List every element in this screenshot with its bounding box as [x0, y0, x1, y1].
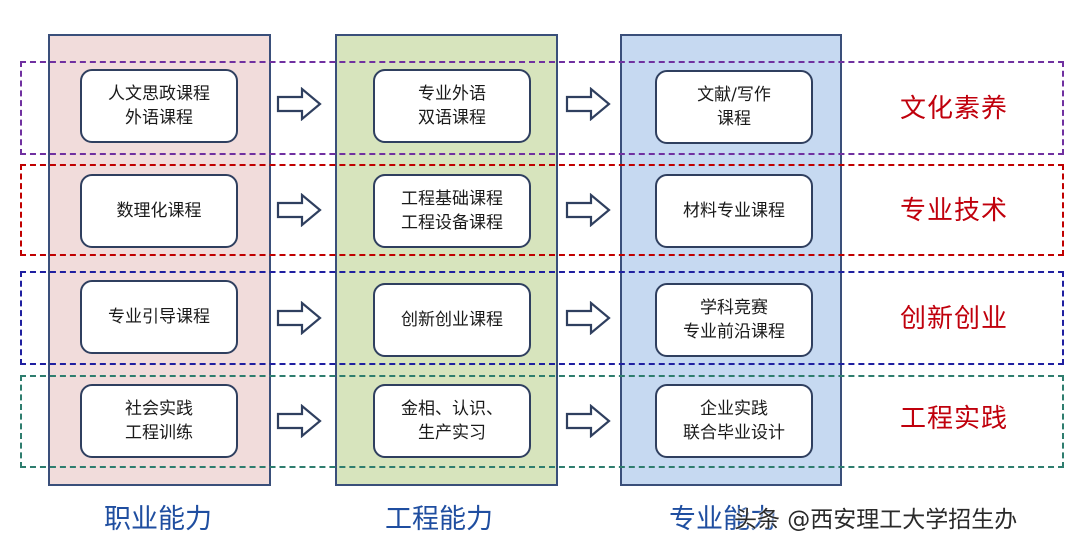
course-line: 课程 [717, 109, 751, 129]
course-line: 专业外语 [418, 84, 486, 104]
column-label: 工程能力 [385, 504, 493, 535]
right-arrow-icon [276, 404, 322, 438]
course-box: 工程基础课程 工程设备课程 [373, 174, 531, 248]
course-box: 创新创业课程 [373, 283, 531, 357]
course-box: 学科竞赛 专业前沿课程 [655, 283, 813, 357]
right-arrow-icon [565, 193, 611, 227]
course-line: 材料专业课程 [683, 201, 785, 221]
course-line: 企业实践 [700, 399, 768, 419]
course-line: 外语课程 [125, 108, 193, 128]
course-box: 数理化课程 [80, 174, 238, 248]
right-arrow-icon [565, 404, 611, 438]
course-line: 专业引导课程 [108, 307, 210, 327]
course-line: 工程训练 [125, 423, 193, 443]
right-arrow-icon [276, 87, 322, 121]
course-line: 数理化课程 [116, 201, 202, 221]
course-box: 文献/写作 课程 [655, 70, 813, 144]
right-arrow-icon [565, 87, 611, 121]
course-line: 社会实践 [125, 399, 193, 419]
course-line: 学科竞赛 [700, 298, 768, 318]
course-box: 人文思政课程 外语课程 [80, 69, 238, 143]
course-line: 创新创业课程 [401, 310, 503, 330]
course-line: 工程设备课程 [401, 213, 503, 233]
course-line: 金相、认识、 [401, 399, 503, 419]
course-box: 企业实践 联合毕业设计 [655, 384, 813, 458]
row-band-practice [20, 375, 1064, 468]
course-line: 人文思政课程 [108, 84, 210, 104]
course-box: 材料专业课程 [655, 174, 813, 248]
row-band-innovation [20, 271, 1064, 365]
course-box: 金相、认识、 生产实习 [373, 384, 531, 458]
course-line: 生产实习 [418, 423, 486, 443]
course-line: 双语课程 [418, 108, 486, 128]
column-label: 专业能力 [669, 504, 777, 535]
row-band-culture [20, 61, 1064, 155]
course-line: 文献/写作 [697, 85, 771, 105]
course-line: 联合毕业设计 [683, 423, 785, 443]
row-band-technology [20, 164, 1064, 256]
course-box: 社会实践 工程训练 [80, 384, 238, 458]
row-label: 文化素养 [900, 94, 1009, 124]
column-label: 职业能力 [104, 504, 212, 535]
right-arrow-icon [276, 301, 322, 335]
course-box: 专业引导课程 [80, 280, 238, 354]
row-label: 专业技术 [900, 196, 1009, 226]
course-box: 专业外语 双语课程 [373, 69, 531, 143]
right-arrow-icon [276, 193, 322, 227]
course-line: 专业前沿课程 [683, 322, 785, 342]
watermark: 头条 @西安理工大学招生办 [734, 507, 1018, 533]
row-label: 创新创业 [900, 304, 1009, 334]
right-arrow-icon [565, 301, 611, 335]
row-label: 工程实践 [900, 404, 1009, 434]
course-line: 工程基础课程 [401, 189, 503, 209]
